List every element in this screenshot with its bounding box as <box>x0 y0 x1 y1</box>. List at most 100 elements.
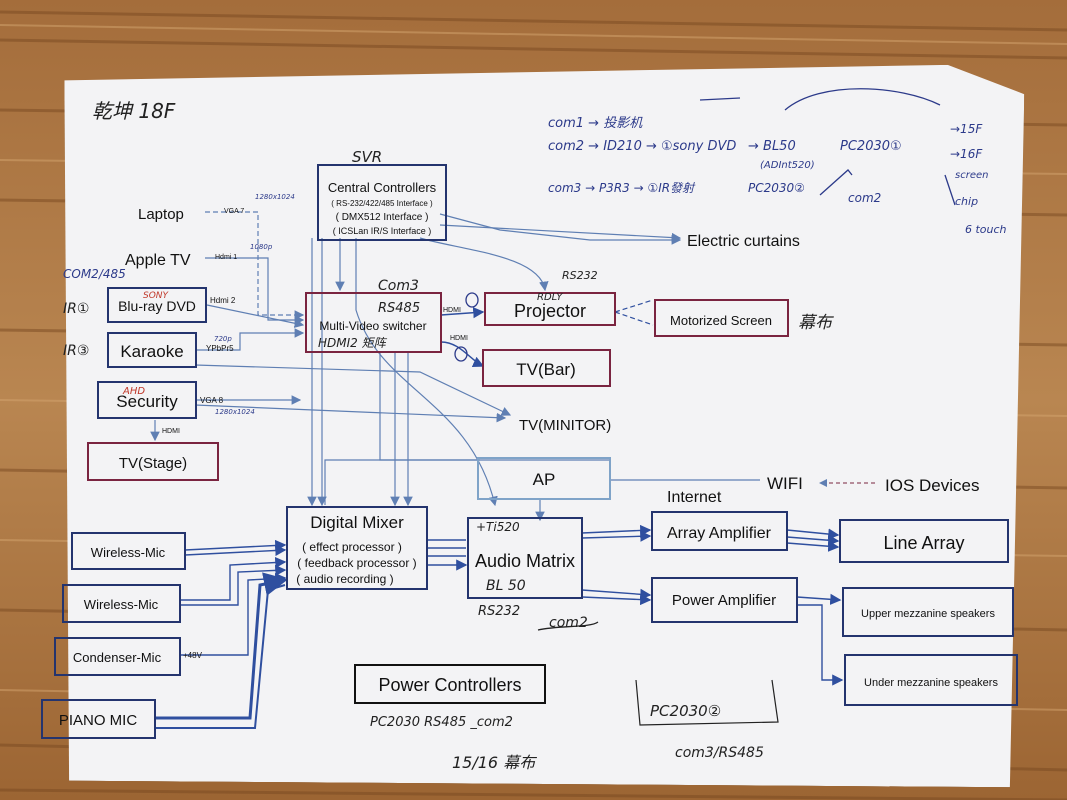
apple-tv-label: Apple TV <box>125 252 191 269</box>
handwritten-notes: 乾坤 18F SVR Com3 RS485 HDMI2 矩阵 RS232 RDL… <box>63 99 1007 772</box>
rdly-note: RDLY <box>537 292 563 303</box>
note-com1: com1 → 投影机 <box>548 116 643 131</box>
note-com3: com3 → P3R3 → ①IR發射 <box>548 181 696 195</box>
vga7-label: VGA 7 <box>224 208 244 215</box>
matrix-top-note: +Ti520 <box>476 520 520 534</box>
res-note-2: 1080p <box>250 243 273 251</box>
power-controllers-box: Power Controllers <box>354 664 546 704</box>
audio-matrix-label: Audio Matrix <box>475 551 575 571</box>
ir3-note: IR③ <box>63 343 89 359</box>
rs232-top-note: RS232 <box>562 269 598 282</box>
central-controllers-line3: ( DMX512 Interface ) <box>336 212 429 223</box>
karaoke-label: Karaoke <box>120 342 183 361</box>
internet-label: Internet <box>667 489 722 506</box>
vga8-label: VGA 8 <box>200 396 224 405</box>
motorized-screen-box: Motorized Screen <box>654 299 789 337</box>
tv-bar-box: TV(Bar) <box>482 349 611 387</box>
note-com2: com2 → ID210 → ①sony DVD <box>548 139 736 154</box>
central-controllers-box: Central Controllers ( RS-232/422/485 Int… <box>317 164 447 241</box>
note-touch: 6 touch <box>965 223 1007 236</box>
note-adint: (ADInt520) <box>760 160 815 171</box>
digital-mixer-line3: ( audio recording ) <box>296 572 393 586</box>
video-switcher-box: Multi-Video switcher <box>305 292 442 353</box>
video-switcher-label: Multi-Video switcher <box>319 319 426 333</box>
hdmi-matrix-note: HDMI2 矩阵 <box>318 336 388 350</box>
electric-curtains-label: Electric curtains <box>687 233 800 250</box>
line-array-label: Line Array <box>883 533 964 553</box>
hdmi2-label: Hdmi 2 <box>210 296 236 305</box>
central-controllers-line4: ( ICSLan IR/S Interface ) <box>333 226 432 236</box>
tv-stage-box: TV(Stage) <box>87 442 219 481</box>
note-screen: screen <box>955 170 988 181</box>
com3-rs485-note: com3/RS485 <box>675 745 764 761</box>
karaoke-box: Karaoke <box>107 332 197 368</box>
ios-devices-label: IOS Devices <box>885 476 979 495</box>
matrix-bottom-note: BL 50 <box>486 578 526 594</box>
hdmi-stage-label: HDMI <box>162 428 180 435</box>
sony-note: SONY <box>143 291 170 301</box>
pc2030-2-note: PC2030② <box>650 702 721 720</box>
condenser-mic-label: Condenser-Mic <box>73 650 162 665</box>
power-amplifier-box: Power Amplifier <box>651 577 798 623</box>
ir1-note: IR① <box>63 301 89 317</box>
tv-bar-label: TV(Bar) <box>516 360 576 379</box>
digital-mixer-line2: ( feedback processor ) <box>297 556 416 570</box>
power-amplifier-label: Power Amplifier <box>672 592 776 609</box>
rs485-note: RS485 <box>378 301 420 316</box>
under-speakers-label: Under mezzanine speakers <box>864 677 998 689</box>
digital-mixer-box: Digital Mixer ( effect processor ) ( fee… <box>286 506 428 590</box>
bluray-box: Blu-ray DVD <box>107 287 207 323</box>
projector-box: Projector <box>484 292 616 326</box>
array-amplifier-label: Array Amplifier <box>667 525 772 542</box>
condenser-mic-box: Condenser-Mic <box>54 637 181 676</box>
hdmi1-label: Hdmi 1 <box>215 254 237 261</box>
wireless-mic-box-2: Wireless-Mic <box>62 584 181 623</box>
com3-note: Com3 <box>378 278 419 294</box>
upper-speakers-label: Upper mezzanine speakers <box>861 608 995 620</box>
projector-label: Projector <box>514 301 586 321</box>
array-amplifier-box: Array Amplifier <box>651 511 788 551</box>
free-labels: Laptop Apple TV Electric curtains TV(MIN… <box>125 206 979 660</box>
power-controllers-label: Power Controllers <box>378 675 521 695</box>
screen-floor-note: 15/16 幕布 <box>452 753 537 772</box>
note-15f: →15F <box>950 122 983 136</box>
wifi-label: WIFI <box>767 474 803 493</box>
audio-matrix-box: Audio Matrix <box>467 517 583 599</box>
ahd-note: AHD <box>122 386 145 397</box>
security-box: Security <box>97 381 197 419</box>
note-pc2030-1: PC2030① <box>840 139 902 154</box>
ypbpr5-label: YPbPr5 <box>206 344 234 353</box>
wireless-mic-label-1: Wireless-Mic <box>91 545 166 560</box>
piano-mic-label: PIANO MIC <box>59 712 138 729</box>
note-com2-right: com2 <box>848 191 881 205</box>
motorized-screen-label: Motorized Screen <box>670 313 772 328</box>
ap-box: AP <box>477 457 611 500</box>
laptop-label: Laptop <box>138 206 184 223</box>
ap-label: AP <box>533 470 556 489</box>
res-note-1: 1280x1024 <box>255 193 295 201</box>
hdmi-tvbar-label: HDMI <box>450 335 468 342</box>
pc2030-note: PC2030 RS485 _com2 <box>370 715 513 730</box>
note-pc2030-2: PC2030② <box>748 181 805 195</box>
piano-mic-box: PIANO MIC <box>41 699 156 739</box>
digital-mixer-title: Digital Mixer <box>310 513 404 532</box>
wireless-mic-box-1: Wireless-Mic <box>71 532 186 570</box>
tv-stage-label: TV(Stage) <box>119 455 187 472</box>
tv-minitor-label: TV(MINITOR) <box>519 417 611 434</box>
com2-bottom-note: com2 <box>549 615 588 631</box>
com2-485-note: COM2/485 <box>63 267 126 281</box>
security-label: Security <box>116 392 178 411</box>
phantom-power-label: +48V <box>183 651 203 660</box>
connection-lines <box>150 211 875 729</box>
res-note-3: 720p <box>214 335 232 343</box>
svr-note: SVR <box>352 148 382 166</box>
rs232-bottom-note: RS232 <box>478 604 520 619</box>
central-controllers-line2: ( RS-232/422/485 Interface ) <box>331 199 433 208</box>
under-speakers-box: Under mezzanine speakers <box>844 654 1018 706</box>
upper-speakers-box: Upper mezzanine speakers <box>842 587 1014 637</box>
wireless-mic-label-2: Wireless-Mic <box>84 597 159 612</box>
pen-marks <box>454 88 956 726</box>
note-16f: →16F <box>950 147 983 161</box>
handwritten-title: 乾坤 18F <box>92 99 176 123</box>
